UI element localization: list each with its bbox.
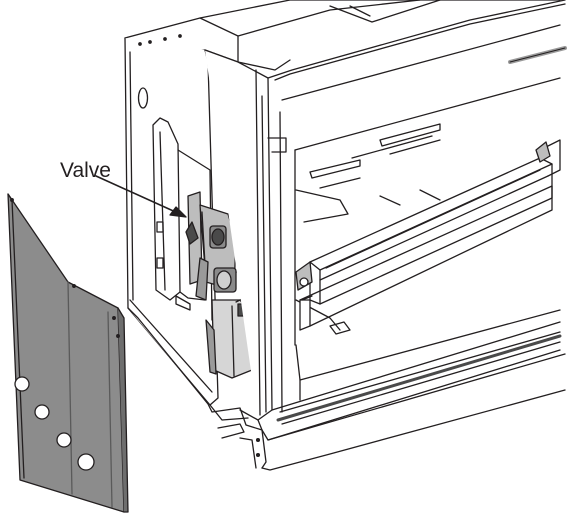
valve-callout-label: Valve: [60, 159, 111, 182]
base-tray: [127, 307, 566, 471]
front-frame: [204, 0, 566, 421]
firebox-top: [199, 0, 567, 71]
control-compartment: [152, 117, 213, 321]
removable-access-panel: [7, 193, 129, 513]
firebox-interior: [294, 77, 561, 401]
burner-assembly: [295, 139, 561, 331]
valve-callout-arrow: [95, 175, 187, 218]
gas-valve-assembly: [185, 191, 257, 379]
